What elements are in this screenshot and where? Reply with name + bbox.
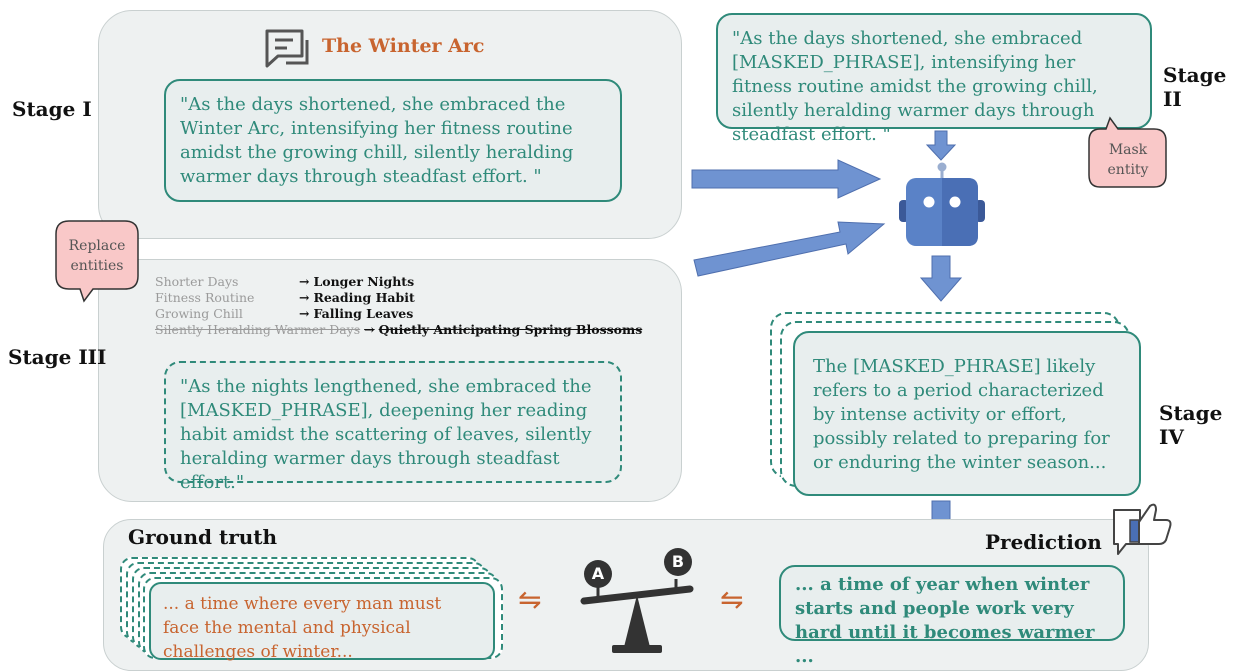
stage4-label: Stage IV — [1159, 401, 1223, 449]
robot-icon — [899, 162, 985, 246]
scale-label-b: B — [671, 552, 685, 571]
mask-entity-bubble: Mask entity — [1107, 142, 1149, 178]
stage4-quote: The [MASKED_PHRASE] likely refers to a p… — [793, 331, 1141, 496]
arrow-stage1-to-robot — [691, 159, 882, 199]
stage2-quote: "As the days shortened, she embraced [MA… — [716, 13, 1152, 145]
stage1-quote: "As the days shortened, she embraced the… — [164, 79, 622, 202]
stage3-label: Stage III — [8, 345, 107, 369]
arrow-robot-to-stage4 — [919, 255, 963, 302]
arrow-stage3-to-robot — [693, 221, 886, 277]
replace-entities-bubble: Replace entities — [68, 238, 126, 274]
replacement-row: Fitness Routine → Reading Habit — [155, 290, 415, 305]
exchange-arrows-right: ⇋ — [720, 583, 744, 616]
replacement-list: Shorter Days → Longer Nights Fitness Rou… — [155, 274, 642, 338]
balance-scale-icon — [580, 548, 694, 653]
stage2-label: Stage II — [1163, 63, 1227, 111]
replacement-row: Growing Chill → Falling Leaves — [155, 306, 414, 321]
thumbs-up-icon — [1113, 503, 1172, 555]
stage1-label: Stage I — [12, 97, 92, 121]
prediction-text: ... a time of year when winter starts an… — [779, 565, 1125, 667]
scale-label-a: A — [591, 564, 605, 583]
mask-bubble-shape — [1088, 116, 1167, 188]
chat-icon — [265, 29, 309, 68]
ground-truth-text: ... a time where every man must face the… — [149, 582, 495, 662]
replacement-row: Shorter Days → Longer Nights — [155, 274, 415, 289]
ground-truth-label: Ground truth — [128, 525, 278, 549]
replace-bubble-shape — [55, 220, 139, 303]
stage3-quote: "As the nights lengthened, she embraced … — [164, 361, 622, 493]
exchange-arrows-left: ⇋ — [518, 583, 542, 616]
prediction-label: Prediction — [985, 530, 1102, 554]
arrow-stage2-to-robot — [925, 130, 957, 161]
stage1-title: The Winter Arc — [322, 35, 485, 57]
replacement-row: Silently Heralding Warmer Days → Quietly… — [155, 322, 643, 337]
